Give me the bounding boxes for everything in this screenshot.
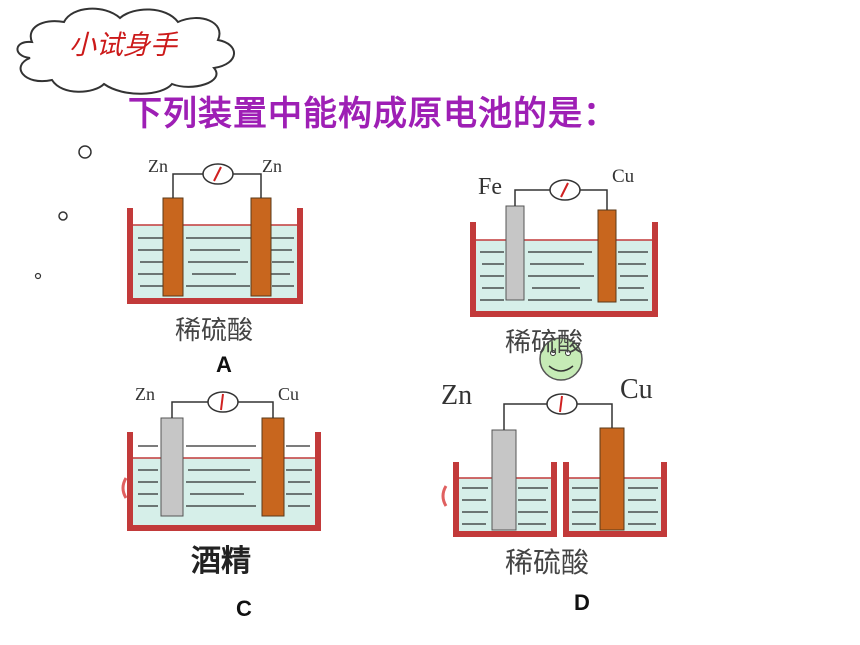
option-c-apparatus [127,391,321,531]
option-b-apparatus [470,179,658,317]
option-a-right-electrode [250,197,272,297]
option-d-solution-label: 稀硫酸 [505,546,590,579]
option-a-letter[interactable]: A [216,352,232,377]
option-c-solution-label: 酒精 [191,544,251,579]
option-d-left-electrode [491,429,517,531]
option-b-left-electrode [505,205,525,301]
option-d-right-electrode-label: Cu [620,374,653,405]
option-d-left-electrode-label: Zn [441,380,473,411]
cloud-badge [16,7,235,95]
option-a-right-electrode-label: Zn [262,156,282,176]
bubble-small [34,272,42,280]
decor-arc-d [441,485,448,507]
option-d-galvanometer-icon [546,393,578,415]
option-b-right-electrode [597,209,617,303]
question-title: 下列装置中能构成原电池的是： [128,94,618,134]
option-b-left-electrode-label: Fe [478,174,502,200]
bubble-medium [58,211,68,221]
option-c-letter[interactable]: C [236,596,252,621]
badge-label: 小试身手 [69,30,177,61]
option-d-letter[interactable]: D [574,590,590,615]
option-c-left-electrode-label: Zn [135,384,155,404]
smiley-face-icon [539,337,583,381]
option-c-left-electrode [160,417,184,517]
option-c-right-electrode-label: Cu [278,384,300,404]
option-d-right-electrode [599,427,625,531]
option-b-solution-label: 稀硫酸 [505,328,584,358]
option-a-galvanometer-icon [202,163,234,185]
option-b-galvanometer-icon [549,179,581,201]
bubble-large [78,145,92,159]
option-a-left-electrode-label: Zn [148,156,168,176]
option-d-apparatus [453,393,667,537]
decor-arc-c [121,477,128,499]
option-c-galvanometer-icon [207,391,239,413]
option-a-left-electrode [162,197,184,297]
option-c-right-electrode [261,417,285,517]
option-a-apparatus [127,163,303,304]
option-b-right-electrode-label: Cu [612,166,635,187]
option-a-solution-label: 稀硫酸 [175,316,254,346]
